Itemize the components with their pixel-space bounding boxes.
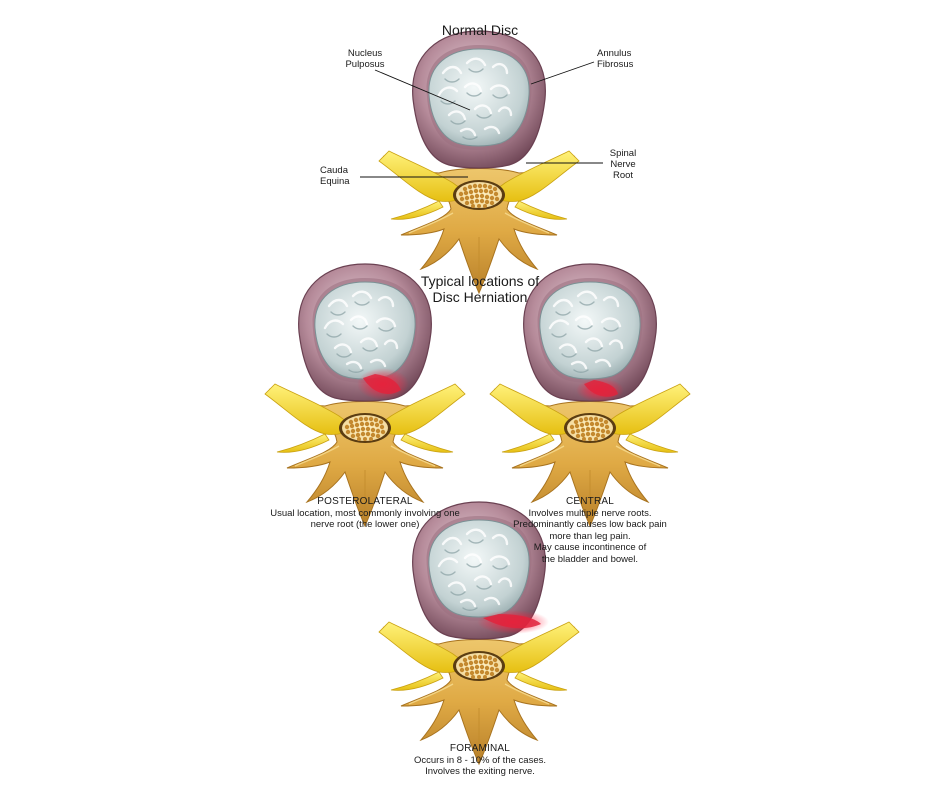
central-heading: CENTRAL — [565, 496, 615, 507]
normal-disc-title: Normal Disc — [441, 22, 519, 38]
posterolateral-disc-figure — [264, 262, 466, 527]
foraminal-heading: FORAMINAL — [449, 743, 511, 754]
cauda-equina-label: Cauda Equina — [320, 165, 350, 187]
foraminal-caption: FORAMINAL Occurs in 8 - 10% of the cases… — [370, 743, 590, 778]
posterolateral-heading: POSTEROLATERAL — [317, 496, 413, 507]
central-disc-figure — [489, 262, 691, 527]
label-leader-lines — [360, 61, 603, 178]
annulus-fibrosus-label: Annulus Fibrosus — [597, 48, 634, 70]
spinal-nerve-root-label: Spinal Nerve Root — [609, 148, 637, 181]
nucleus-leader-line — [374, 69, 471, 111]
annulus-leader-line — [530, 61, 595, 85]
posterolateral-caption: POSTEROLATERAL Usual location, most comm… — [230, 496, 500, 531]
central-caption: CENTRAL Involves multiple nerve roots. P… — [480, 496, 700, 565]
herniation-title: Typical locations of Disc Herniation — [420, 273, 540, 305]
nucleus-pulposus-label: Nucleus Pulposus — [345, 48, 385, 70]
foraminal-disc-figure — [378, 500, 580, 765]
normal-disc-figure — [378, 29, 580, 294]
